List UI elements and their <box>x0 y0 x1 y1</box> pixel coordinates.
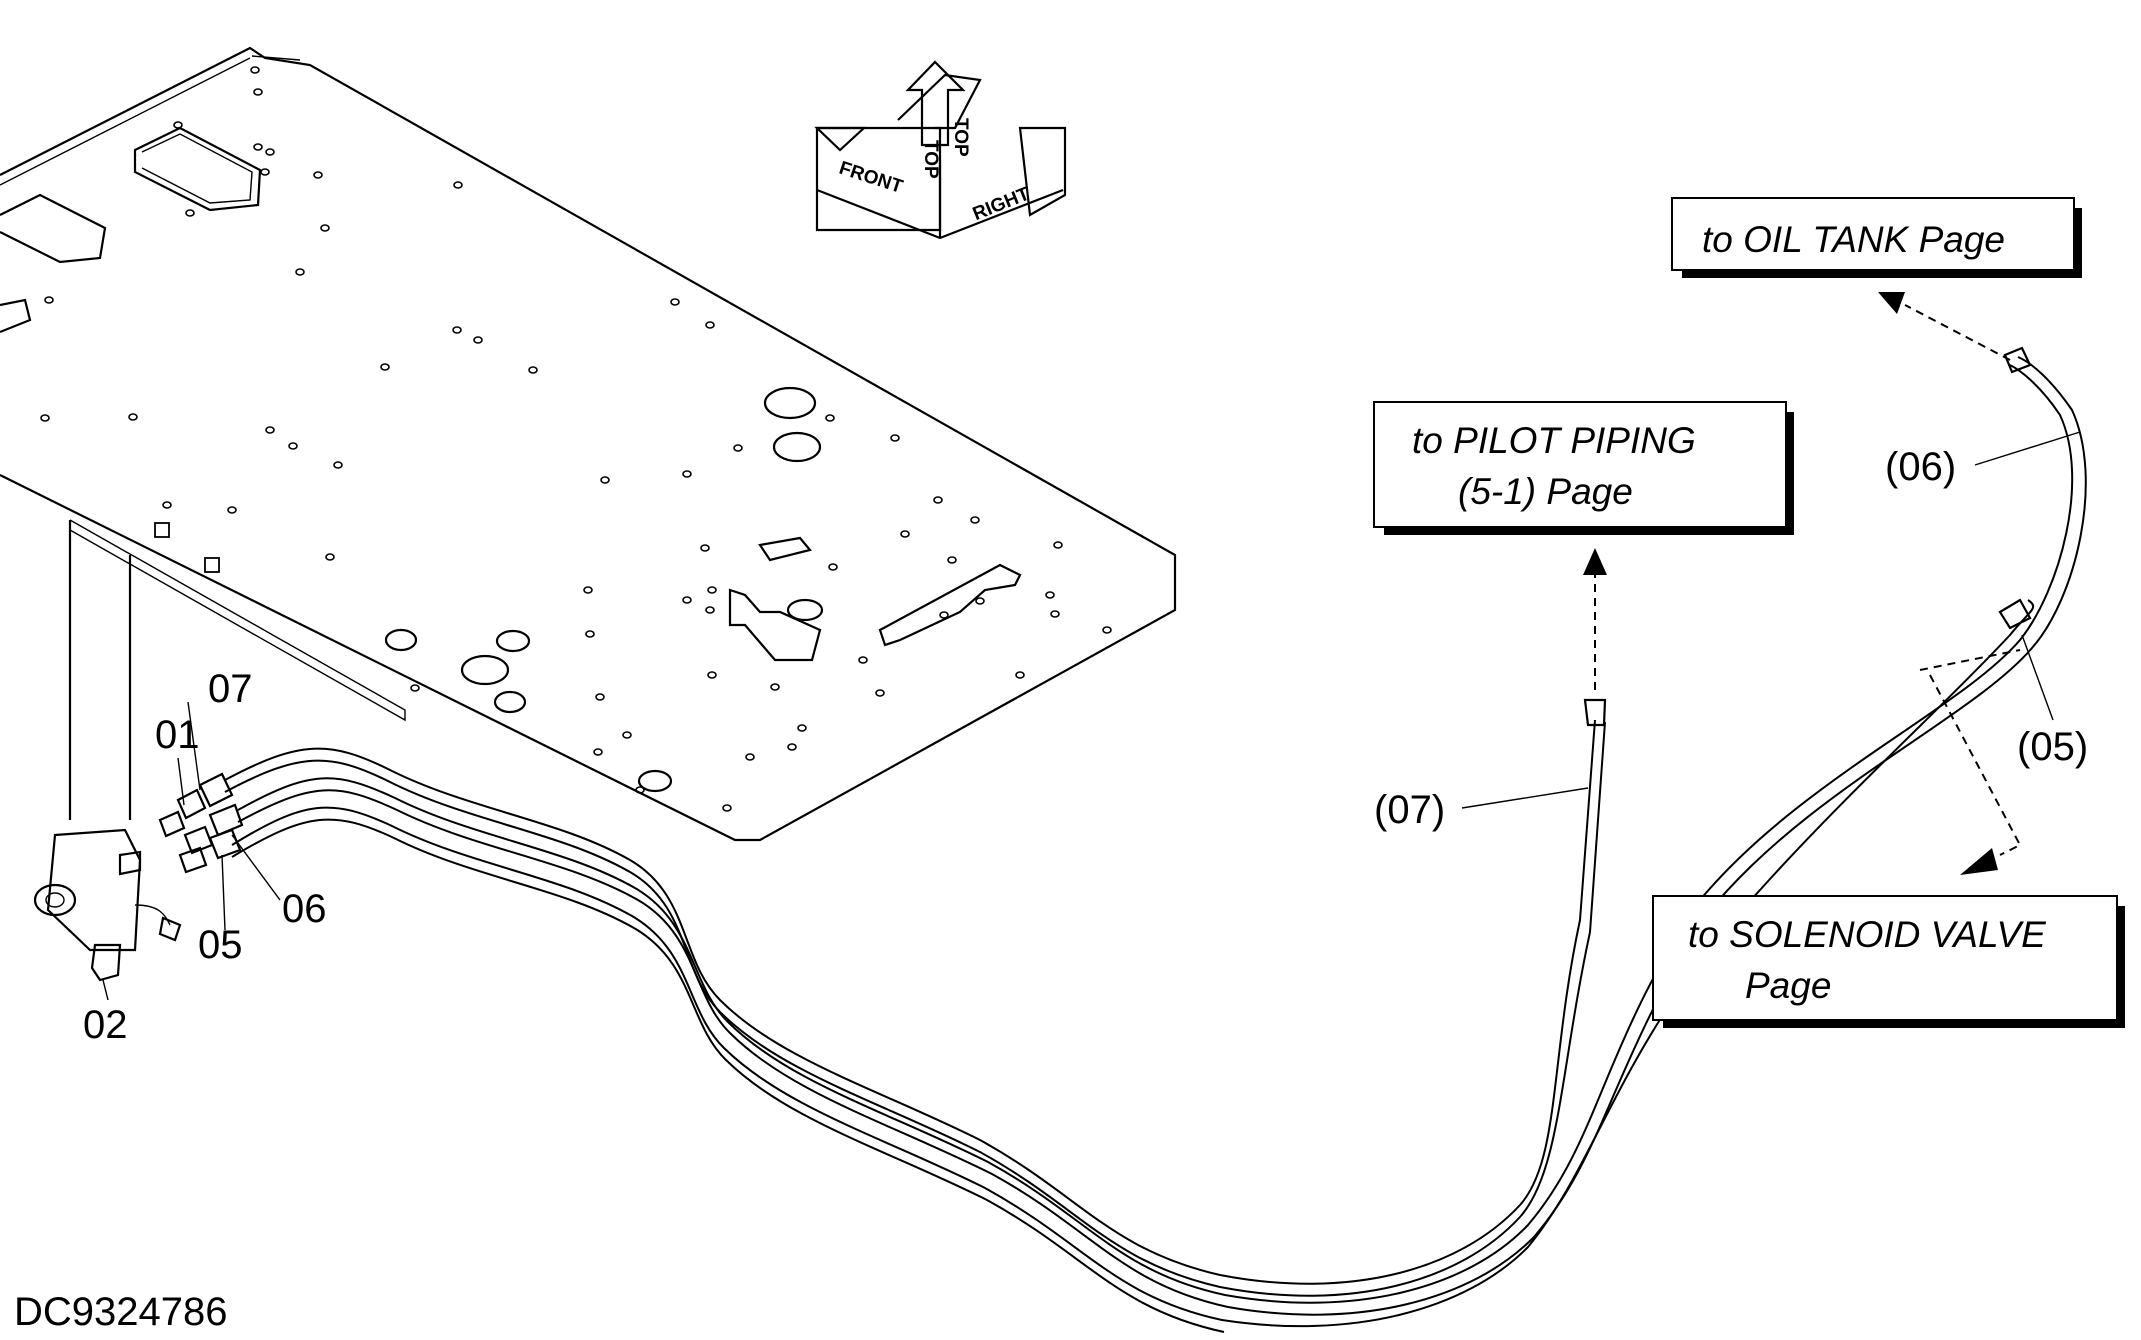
leaders <box>102 292 2081 1001</box>
solenoid-link-text-2: Page <box>1745 965 1831 1006</box>
part-label-06: 06 <box>282 887 327 931</box>
oil-tank-link-text: to OIL TANK Page <box>1702 219 2005 260</box>
ref-label-06: (06) <box>1885 445 1956 489</box>
ref-label-07: (07) <box>1374 788 1445 832</box>
floor-plate <box>0 46 1177 842</box>
callout-pilot-piping[interactable]: to PILOT PIPING (5-1) Page <box>1373 401 1794 535</box>
hose-bundle <box>224 346 2087 1333</box>
solenoid-link-text-1: to SOLENOID VALVE <box>1688 914 2047 955</box>
valve-block <box>33 772 244 982</box>
ref-label-05: (05) <box>2017 725 2088 769</box>
compass-top-label-2: TOP <box>950 118 971 157</box>
part-label-01: 01 <box>155 713 200 757</box>
part-label-02: 02 <box>83 1003 128 1047</box>
callout-solenoid-valve[interactable]: to SOLENOID VALVE Page <box>1652 895 2125 1028</box>
orientation-compass: FRONT TOP TOP RIGHT <box>814 60 1067 240</box>
document-id: DC9324786 <box>14 1290 228 1334</box>
pilot-piping-link-text-1: to PILOT PIPING <box>1412 420 1696 461</box>
compass-top-label-1: TOP <box>920 140 941 179</box>
pilot-piping-link-text-2: (5-1) Page <box>1458 471 1633 512</box>
compass-right-label: RIGHT <box>970 183 1033 225</box>
part-label-05: 05 <box>198 923 243 967</box>
part-label-07: 07 <box>208 667 253 711</box>
compass-front-label: FRONT <box>836 158 905 198</box>
callout-oil-tank[interactable]: to OIL TANK Page <box>1671 197 2082 278</box>
